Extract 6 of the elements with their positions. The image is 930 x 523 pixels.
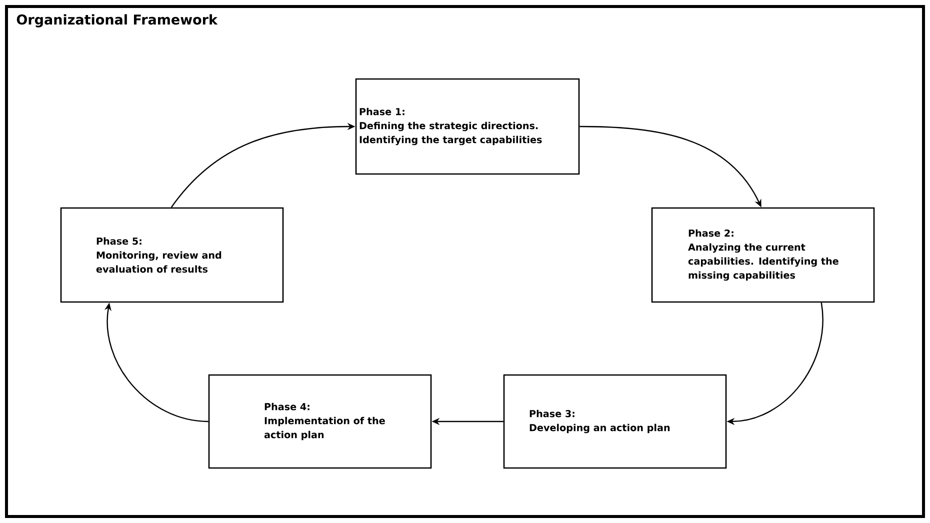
phase-box: Phase 5: Monitoring, review and evaluation of results	[60, 207, 284, 303]
phase-box: Phase 3: Developing an action plan	[503, 374, 727, 469]
phase-box: Phase 4: Implementation of the action plan	[208, 374, 432, 469]
title: Organizational Framework	[16, 14, 218, 28]
phase-box: Phase 2: Analyzing the current capabilities. Identifying the missing capabilities	[651, 207, 875, 303]
phase-box: Phase 1: Defining the strategic directions. Identifying the target capabilities	[355, 78, 580, 175]
